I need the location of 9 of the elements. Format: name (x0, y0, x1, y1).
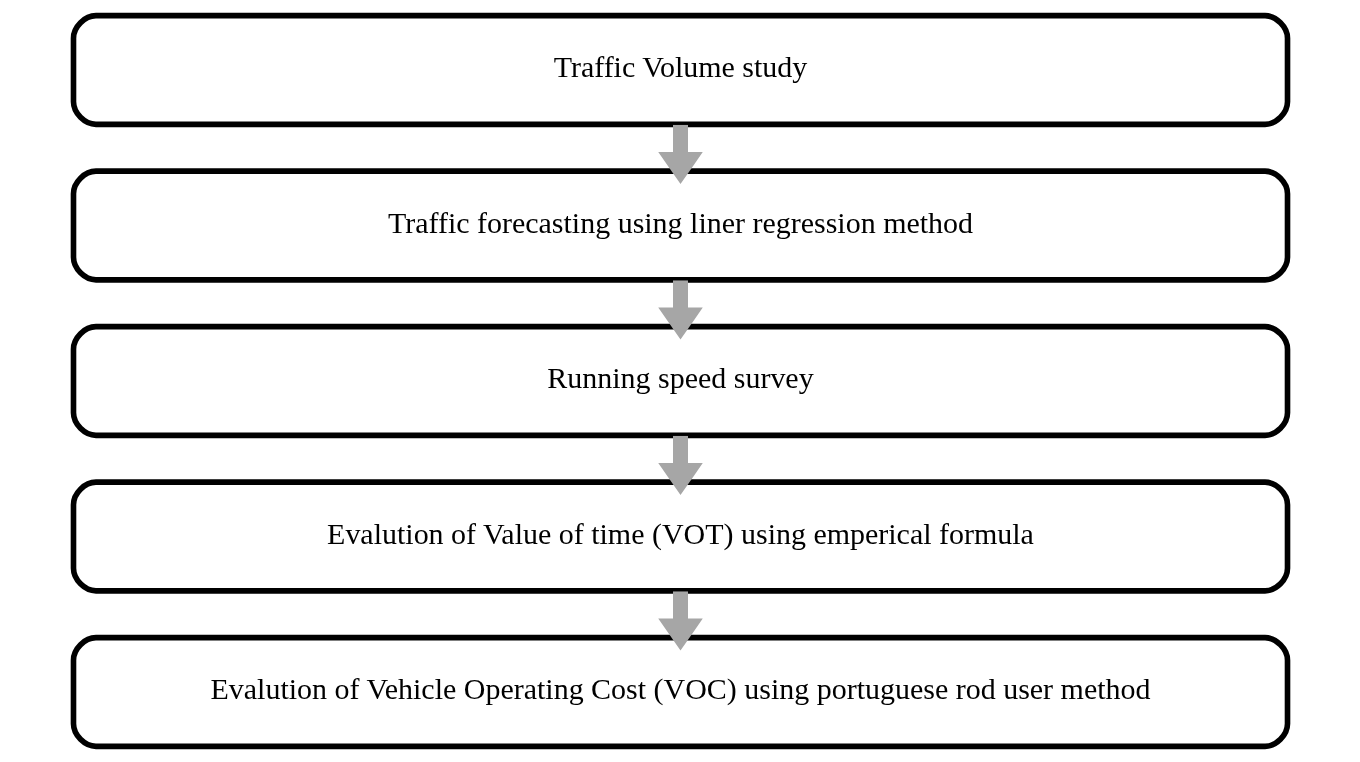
node-box: Evalution of Vehicle Operating Cost (VOC) using portuguese rod user method (70, 634, 1290, 750)
arrow (657, 435, 703, 495)
arrow (657, 124, 703, 184)
node-box: Evalution of Value of time (VOT) using emperical formula (70, 479, 1290, 594)
arrow (657, 280, 703, 340)
node-box: Running speed survey (70, 323, 1290, 439)
node-box: Traffic forecasting using liner regression method (70, 168, 1290, 283)
arrow (657, 591, 703, 651)
node-box: Traffic Volume study (70, 12, 1290, 128)
